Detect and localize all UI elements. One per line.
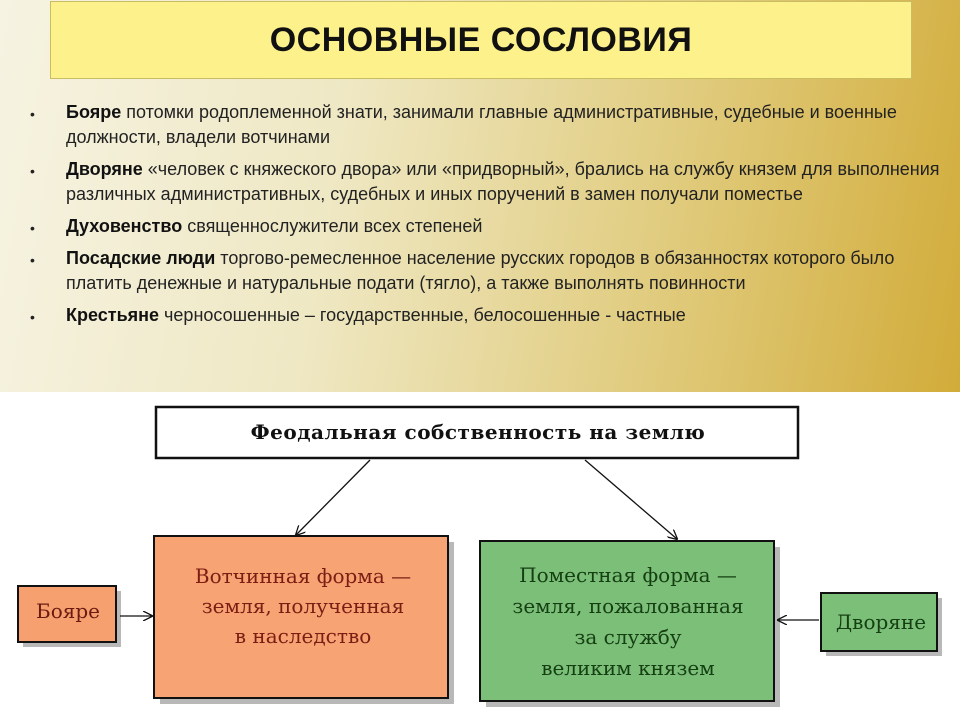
description: «человек с княжеского двора» или «придво… (66, 159, 940, 204)
list-item-posadskie: • Посадские люди торгово-ремесленное насе… (30, 246, 940, 296)
term: Крестьяне (66, 305, 160, 325)
estates-list: • Бояре потомки родоплеменной знати, зани… (30, 100, 940, 335)
votchina-line: земля, полученная (201, 594, 405, 618)
pomestie-line: земля, пожалованная (512, 594, 744, 618)
list-item-krestyane: • Крестьяне черносошенные – государственн… (30, 303, 940, 328)
arrow-root-to-votchina (296, 459, 371, 535)
list-item-boyare: • Бояре потомки родоплеменной знати, зани… (30, 100, 940, 150)
arrow-root-to-pomestie (584, 459, 677, 539)
votchina-label: Вотчинная форма — земля, полученная в на… (158, 561, 448, 651)
pomestie-box (479, 540, 775, 702)
pomestie-line: за службу (574, 625, 682, 649)
dvoryane-box (820, 592, 938, 652)
list-item-dvoryane: • Дворяне «человек с княжеского двора» ил… (30, 157, 940, 207)
page-title: ОСНОВНЫЕ СОСЛОВИЯ (269, 20, 693, 59)
description: потомки родоплеменной знати, занимали гл… (66, 102, 897, 147)
list-item-dukhovenstvo: • Духовенство священнослужители всех степ… (30, 214, 940, 239)
bullet-icon: • (30, 309, 35, 325)
title-banner: ОСНОВНЫЕ СОСЛОВИЯ (50, 1, 912, 79)
description: торгово-ремесленное население русских го… (66, 248, 895, 293)
description: священнослужители всех степеней (182, 216, 483, 236)
root-box (154, 405, 800, 460)
diagram-graphics (17, 405, 942, 707)
description: черносошенные – государственные, белосош… (159, 305, 686, 325)
bullet-icon: • (30, 163, 35, 179)
term: Духовенство (66, 216, 183, 236)
root-label: Феодальная собственность на землю (250, 420, 706, 444)
dvoryane-label: Дворяне (835, 610, 927, 634)
bullet-icon: • (30, 106, 35, 122)
pomestie-line: великим князем (541, 656, 715, 680)
pomestie-label: Поместная форма — земля, пожалованная за… (482, 560, 774, 684)
land-ownership-diagram: Феодальная собственность на землю Вотчин… (0, 392, 960, 720)
votchina-box (153, 535, 449, 699)
term: Посадские люди (66, 248, 216, 268)
term: Бояре (66, 102, 122, 122)
votchina-line: в наследство (234, 624, 372, 648)
boyare-label: Бояре (36, 599, 100, 623)
bullet-icon: • (30, 252, 35, 268)
bullet-icon: • (30, 220, 35, 236)
term: Дворяне (66, 159, 143, 179)
pomestie-line: Поместная форма — (519, 563, 737, 587)
votchina-line: Вотчинная форма — (194, 564, 412, 588)
estates-panel: ОСНОВНЫЕ СОСЛОВИЯ • Бояре потомки родопле… (0, 0, 960, 392)
boyare-box (17, 585, 117, 643)
